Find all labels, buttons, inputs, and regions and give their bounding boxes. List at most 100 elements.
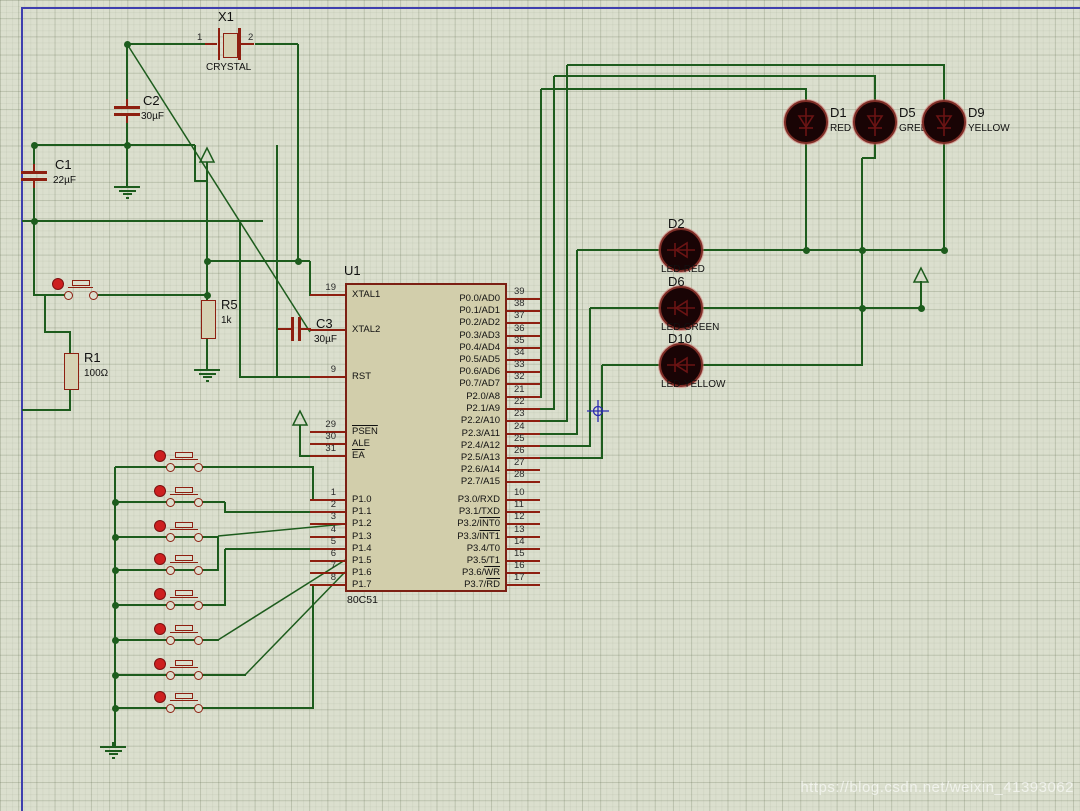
led-d10[interactable] xyxy=(659,343,703,387)
resistor-body[interactable] xyxy=(63,353,79,390)
button-contact[interactable] xyxy=(193,565,203,575)
button-indicator-dot[interactable] xyxy=(154,520,166,532)
button-contact[interactable] xyxy=(88,290,98,300)
resistor-body[interactable] xyxy=(200,300,216,339)
chip-pin-stub xyxy=(507,548,540,550)
wire-junction-dot xyxy=(111,671,119,679)
wire-segment xyxy=(701,364,863,366)
chip-pin-number: 15 xyxy=(514,548,525,559)
crystal-plate[interactable] xyxy=(217,28,220,60)
button-contact[interactable] xyxy=(193,532,203,542)
wire-junction-dot xyxy=(30,217,38,225)
led-symbol-icon xyxy=(667,356,695,374)
wire-junction-dot xyxy=(111,636,119,644)
chip-pin-stub xyxy=(507,560,540,562)
button-indicator-dot[interactable] xyxy=(154,691,166,703)
button-indicator-dot[interactable] xyxy=(154,588,166,600)
button-contact[interactable] xyxy=(193,600,203,610)
sheet-border-top xyxy=(22,7,1080,9)
chip-pin-stub xyxy=(310,584,345,586)
chip-pin-stub xyxy=(507,523,540,525)
button-contact[interactable] xyxy=(165,670,175,680)
button-base-bar xyxy=(170,529,198,531)
crystal-pin-number: 1 xyxy=(197,32,203,43)
button-contact[interactable] xyxy=(165,462,175,472)
crystal-plate[interactable] xyxy=(238,28,241,60)
chip-pin-label: P1.6 xyxy=(352,567,372,578)
button-contact[interactable] xyxy=(165,635,175,645)
button-contact[interactable] xyxy=(193,497,203,507)
button-contact[interactable] xyxy=(63,290,73,300)
chip-pin-stub xyxy=(310,560,345,562)
capacitor-ref-label: C3 xyxy=(316,316,333,331)
capacitor-lead xyxy=(33,181,35,188)
capacitor-plate[interactable] xyxy=(114,106,140,109)
wire-segment xyxy=(224,502,226,513)
crystal-body[interactable] xyxy=(223,33,238,58)
wire-segment xyxy=(577,249,662,251)
button-indicator-dot[interactable] xyxy=(154,450,166,462)
ground-symbol xyxy=(194,369,220,371)
chip-pin-number: 28 xyxy=(514,469,525,480)
button-contact[interactable] xyxy=(193,703,203,713)
button-plunger[interactable] xyxy=(175,522,193,528)
chip-pin-stub xyxy=(507,445,540,447)
button-contact[interactable] xyxy=(193,635,203,645)
wire-segment xyxy=(701,249,945,251)
button-contact[interactable] xyxy=(193,670,203,680)
button-indicator-dot[interactable] xyxy=(52,278,64,290)
button-indicator-dot[interactable] xyxy=(154,658,166,670)
button-indicator-dot[interactable] xyxy=(154,623,166,635)
capacitor-plate[interactable] xyxy=(21,178,47,181)
chip-pin-label: P2.7/A15 xyxy=(460,476,500,487)
wire-segment xyxy=(194,145,196,182)
button-plunger[interactable] xyxy=(71,280,90,286)
chip-pin-stub xyxy=(310,431,345,433)
chip-pin-label: P1.2 xyxy=(352,518,372,529)
button-contact[interactable] xyxy=(165,703,175,713)
wire-segment xyxy=(540,89,542,398)
button-plunger[interactable] xyxy=(175,693,193,699)
button-plunger[interactable] xyxy=(175,487,193,493)
chip-pin-label: P2.6/A14 xyxy=(460,464,500,475)
capacitor-plate[interactable] xyxy=(298,317,301,341)
button-indicator-dot[interactable] xyxy=(154,553,166,565)
button-contact[interactable] xyxy=(165,532,175,542)
capacitor-plate[interactable] xyxy=(21,171,47,174)
button-contact[interactable] xyxy=(193,462,203,472)
button-plunger[interactable] xyxy=(175,590,193,596)
chip-pin-number: 29 xyxy=(325,419,336,430)
button-plunger[interactable] xyxy=(175,660,193,666)
capacitor-plate[interactable] xyxy=(114,113,140,116)
wire-segment xyxy=(206,162,208,182)
chip-pin-label: EA xyxy=(352,450,365,461)
led-d1[interactable] xyxy=(784,100,828,144)
button-plunger[interactable] xyxy=(175,555,193,561)
button-contact[interactable] xyxy=(165,600,175,610)
chip-pin-number: 2 xyxy=(330,499,336,510)
button-plunger[interactable] xyxy=(175,452,193,458)
wire-junction-dot xyxy=(802,246,810,254)
wire-segment xyxy=(309,261,311,296)
ground-stem xyxy=(112,742,114,746)
wire-segment xyxy=(240,376,310,378)
wire-segment xyxy=(33,146,35,171)
resistor-ref-label: R1 xyxy=(84,350,101,365)
ground-symbol xyxy=(202,376,212,378)
capacitor-plate[interactable] xyxy=(291,317,294,341)
button-indicator-dot[interactable] xyxy=(154,485,166,497)
wire-segment xyxy=(34,144,195,146)
chip-pin-stub xyxy=(507,335,540,337)
mcu-80c51-body[interactable] xyxy=(345,283,507,592)
chip-pin-number: 8 xyxy=(330,572,336,583)
wire-segment xyxy=(206,181,208,369)
button-contact[interactable] xyxy=(165,565,175,575)
wire-segment xyxy=(127,43,205,45)
button-contact[interactable] xyxy=(165,497,175,507)
button-plunger[interactable] xyxy=(175,625,193,631)
led-d6[interactable] xyxy=(659,286,703,330)
capacitor-value-label: 30µF xyxy=(141,111,164,122)
chip-pin-label: P1.5 xyxy=(352,555,372,566)
chip-pin-stub xyxy=(310,443,345,445)
chip-pin-label: P3.0/RXD xyxy=(457,494,500,505)
